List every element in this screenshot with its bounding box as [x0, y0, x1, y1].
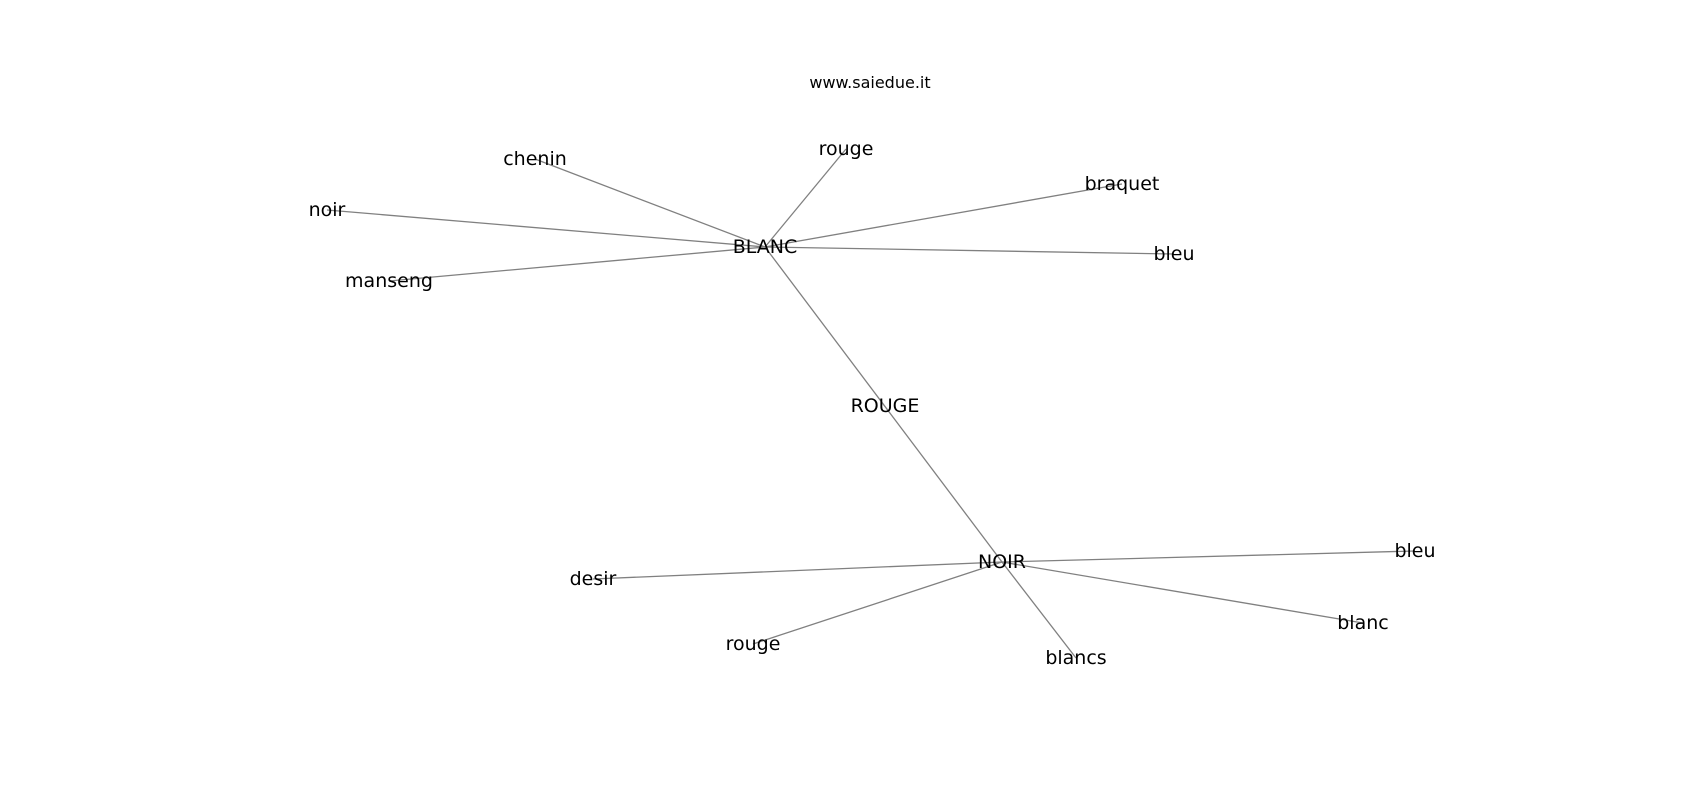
- node-label-noir_hub: NOIR: [978, 551, 1026, 573]
- node-label-rouge_1: rouge: [819, 138, 874, 160]
- node-label-bleu_2: bleu: [1394, 540, 1435, 562]
- edge-noir_hub-rouge_2: [752, 561, 1003, 645]
- edge-noir_hub-blancs: [1001, 561, 1077, 659]
- edge-noir_hub-bleu_2: [1001, 550, 1416, 563]
- node-label-desir: desir: [570, 568, 617, 590]
- edge-layer: [326, 148, 1416, 659]
- node-label-braquet: braquet: [1085, 173, 1160, 195]
- watermark-text: www.saiedue.it: [809, 73, 930, 92]
- node-label-manseng: manseng: [345, 270, 433, 292]
- edge-blanc_hub-rouge_1: [764, 148, 847, 248]
- node-label-rouge_2: rouge: [726, 633, 781, 655]
- node-label-noir_1: noir: [309, 199, 346, 221]
- edge-blanc_hub-noir_hub: [764, 246, 1003, 563]
- edge-blanc_hub-bleu_1: [764, 246, 1175, 255]
- node-label-blanc_hub: BLANC: [733, 236, 798, 258]
- node-label-blanc_1: blanc: [1337, 612, 1388, 634]
- edge-blanc_hub-noir_1: [326, 209, 766, 248]
- node-label-rouge_hub: ROUGE: [851, 395, 920, 417]
- node-label-chenin: chenin: [503, 148, 567, 170]
- edge-blanc_hub-manseng: [388, 246, 766, 282]
- node-label-blancs: blancs: [1045, 647, 1106, 669]
- edge-noir_hub-blanc_1: [1001, 561, 1364, 624]
- node-label-bleu_1: bleu: [1153, 243, 1194, 265]
- edge-blanc_hub-braquet: [764, 183, 1123, 248]
- node-layer: BLANC ROUGE NOIR chenin rouge braquet noir bleu…: [309, 138, 1436, 669]
- edge-blanc_hub-chenin: [534, 158, 766, 248]
- edge-noir_hub-desir: [592, 561, 1003, 580]
